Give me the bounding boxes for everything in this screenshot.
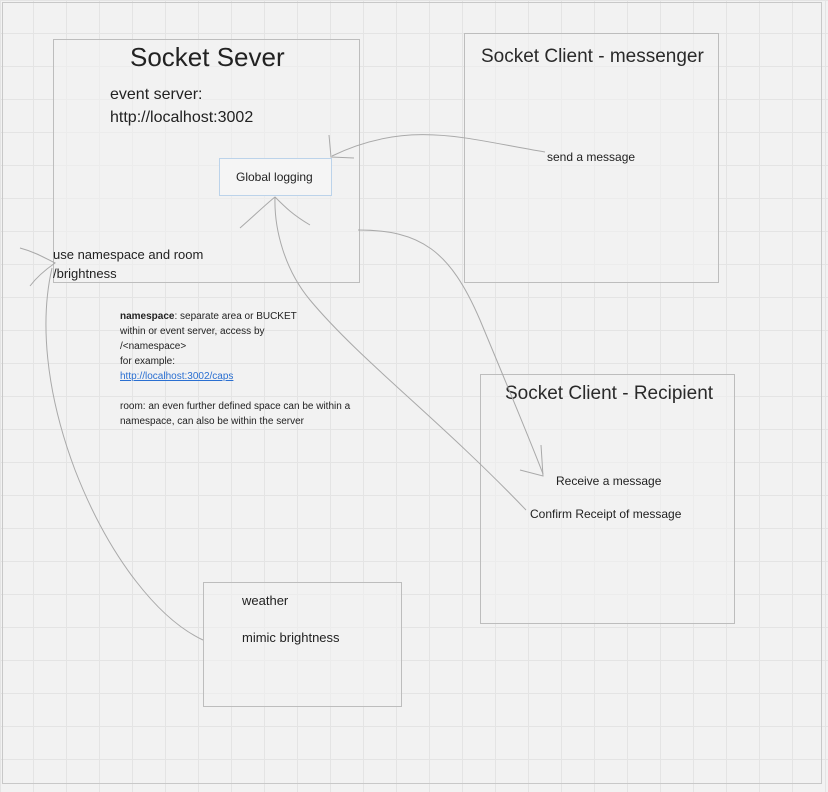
note-line3: /<namespace>	[120, 341, 187, 352]
weather-box[interactable]	[203, 582, 402, 707]
note-namespace-term: namespace	[120, 311, 175, 322]
note-line7: namespace, can also be within the server	[120, 416, 304, 427]
note-line4: for example:	[120, 356, 176, 367]
note-line1-rest: : separate area or BUCKET	[174, 311, 297, 322]
event-server-label: event server:	[110, 86, 203, 103]
namespace-room-line2: /brightness	[53, 266, 117, 281]
note-line1: namespace: separate area or BUCKET	[120, 309, 350, 324]
client-messenger-title: Socket Client - messenger	[481, 46, 704, 67]
confirm-receipt-label: Confirm Receipt of message	[530, 507, 682, 521]
note-link[interactable]: http://localhost:3002/caps	[120, 371, 234, 382]
socket-server-title: Socket Sever	[130, 42, 285, 72]
global-logging-label: Global logging	[236, 170, 313, 184]
connector-weather-to-namespace	[45, 267, 204, 641]
client-recipient-box[interactable]	[480, 374, 735, 624]
arrowhead-logging-2	[239, 196, 311, 229]
note-line6: room: an even further defined space can …	[120, 401, 351, 412]
receive-message-label: Receive a message	[556, 474, 662, 488]
board-frame	[2, 2, 822, 784]
event-server-url: http://localhost:3002	[110, 109, 254, 126]
arrowhead-logging-1	[328, 134, 355, 159]
send-message-label: send a message	[547, 150, 636, 164]
client-recipient-title: Socket Client - Recipient	[505, 383, 714, 404]
mimic-brightness-label: mimic brightness	[242, 630, 340, 645]
namespace-room-label: use namespace and room /brightness	[53, 245, 203, 283]
namespace-room-line1: use namespace and room	[53, 247, 204, 262]
client-messenger-box[interactable]	[464, 33, 719, 283]
connector-server-to-recipient	[357, 229, 544, 475]
connector-confirm-to-logging	[274, 196, 527, 511]
global-logging-box[interactable]	[219, 158, 332, 196]
note-line2: within or event server, access by	[120, 326, 265, 337]
connector-messenger-to-logging	[331, 134, 546, 157]
weather-label: weather	[242, 593, 289, 608]
arrowhead-recipient	[519, 444, 544, 477]
arrowhead-namespace	[19, 247, 56, 287]
namespace-note: namespace: separate area or BUCKET withi…	[120, 309, 350, 429]
